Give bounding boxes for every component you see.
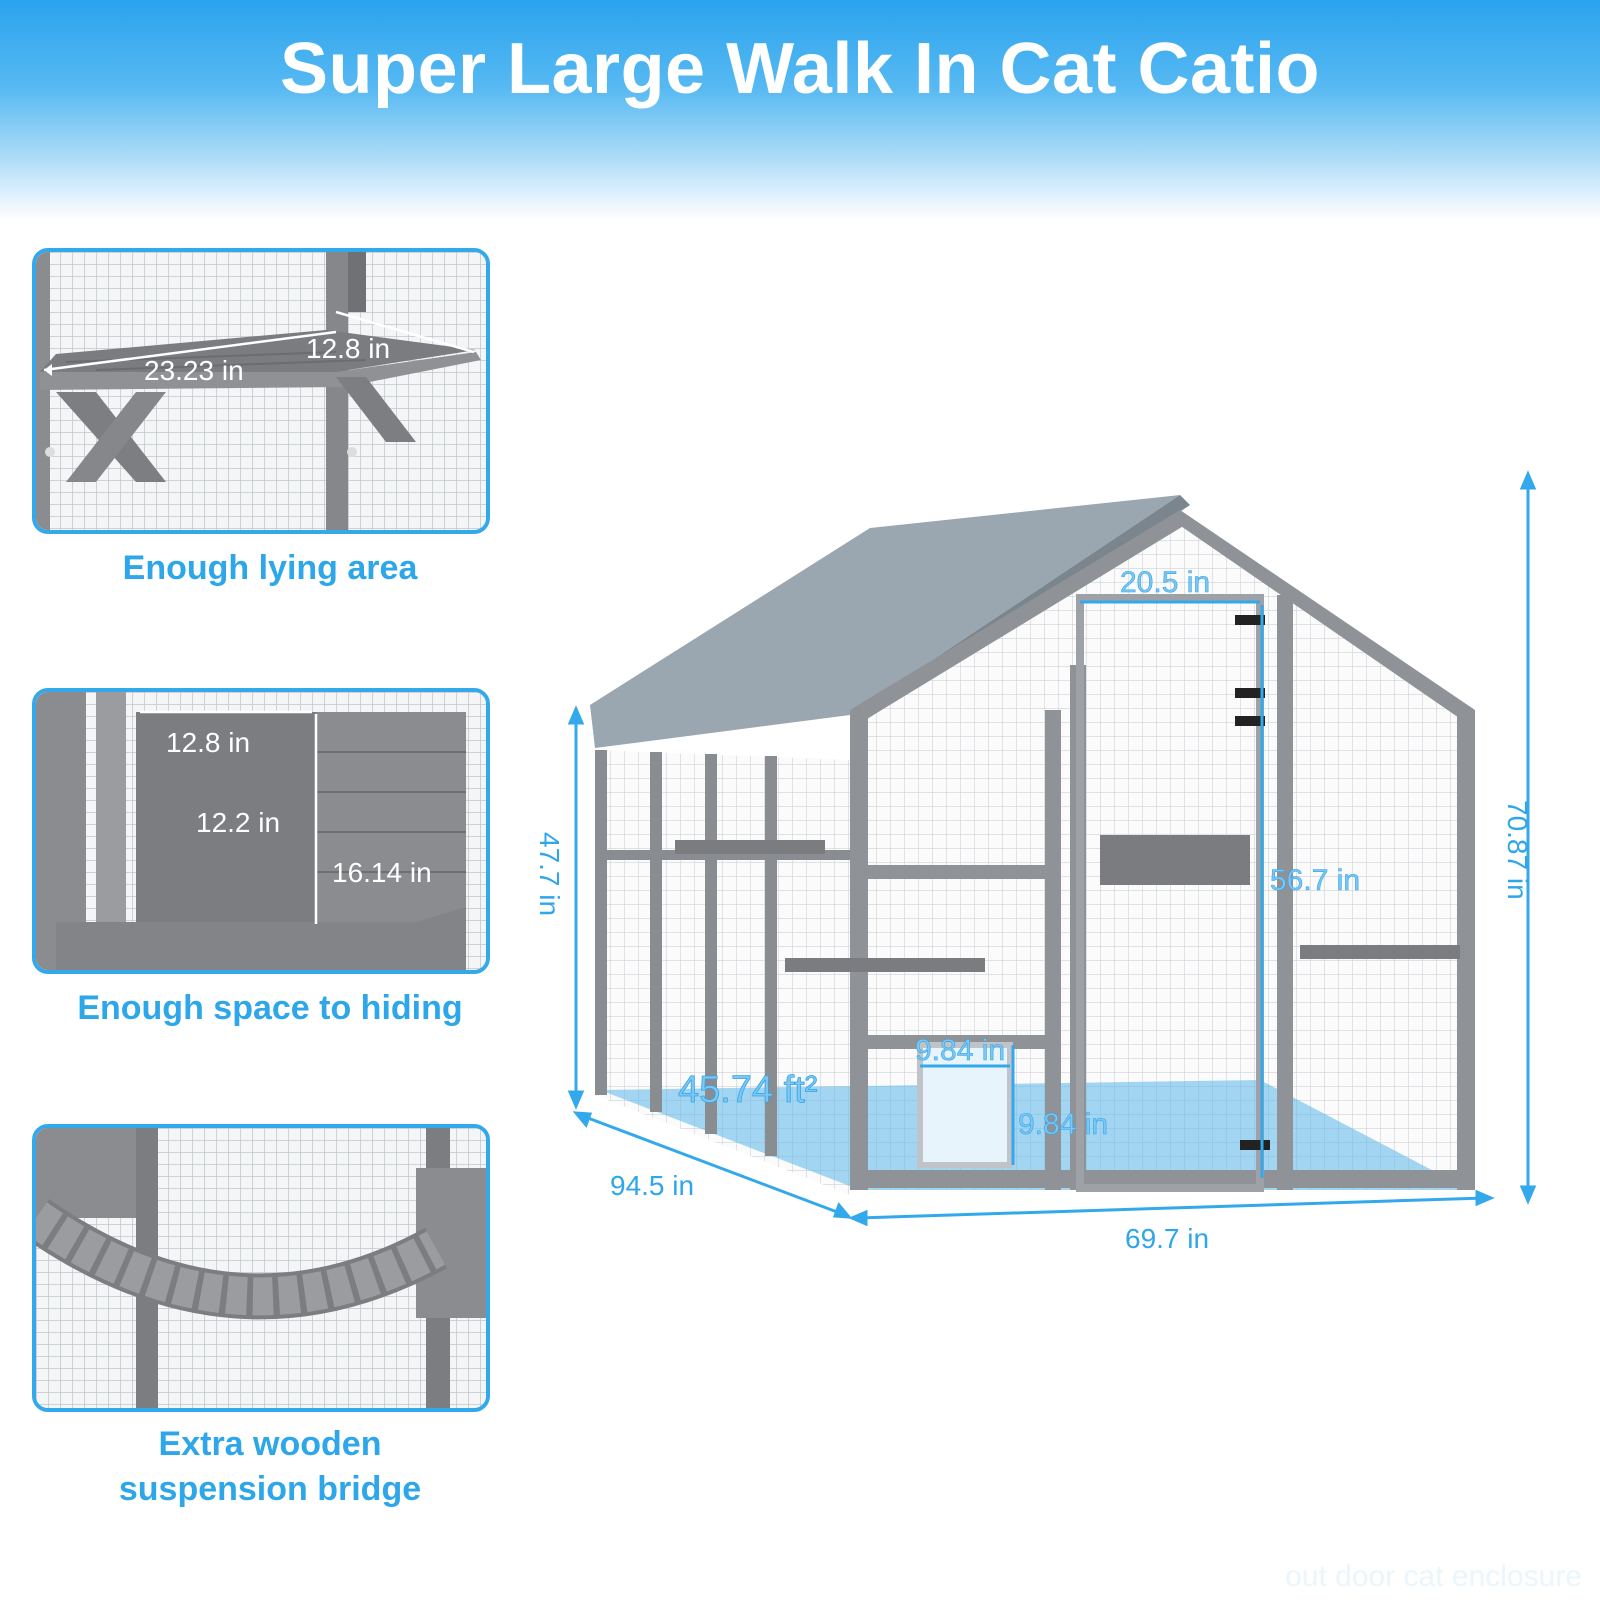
door[interactable]	[1076, 594, 1264, 1192]
bridge-illustration	[36, 1128, 486, 1408]
watermark: out door cat enclosure	[1285, 1560, 1582, 1593]
door-height-label: 56.7 in	[1270, 864, 1360, 897]
header-banner	[0, 0, 1600, 220]
caption-bridge-line1: Extra wooden	[158, 1425, 382, 1463]
caption-lying-area: Enough lying area	[122, 549, 418, 587]
depth-label: 94.5 in	[610, 1170, 694, 1201]
total-height-label: 70.87 in	[1502, 800, 1533, 900]
door-width-label: 20.5 in	[1120, 566, 1210, 599]
caption-hiding-box: Enough space to hiding	[77, 989, 463, 1027]
shelf-illustration: 23.23 in 12.8 in	[36, 252, 486, 530]
shelf-width-label: 23.23 in	[144, 355, 244, 386]
shelf-depth-label: 12.8 in	[306, 333, 390, 364]
detail-panel-bridge	[32, 1124, 490, 1412]
cat-door-height-label: 9.84 in	[1018, 1108, 1108, 1141]
cat-door-width-label: 9.84 in	[915, 1034, 1005, 1067]
floor-area	[600, 1080, 1470, 1190]
page-title: Super Large Walk In Cat Catio	[279, 29, 1320, 109]
roof	[590, 495, 1180, 748]
width-label: 69.7 in	[1125, 1223, 1209, 1250]
side-height-label: 47.7 in	[540, 832, 565, 916]
box-width-label: 12.8 in	[166, 727, 250, 758]
box-depth-label: 16.14 in	[332, 857, 432, 888]
detail-panel-lying-area: 23.23 in 12.8 in	[32, 248, 490, 534]
floor-area-label: 45.74 ft²	[678, 1069, 817, 1111]
catio-illustration: 20.5 in 56.7 in 9.84 in 9.84 in 45.74 ft…	[540, 470, 1537, 1250]
hiding-box-illustration: 12.8 in 12.2 in 16.14 in	[36, 692, 486, 970]
caption-bridge-line2: suspension bridge	[118, 1470, 422, 1508]
box-height-label: 12.2 in	[196, 807, 280, 838]
detail-panel-hiding-box: 12.8 in 12.2 in 16.14 in	[32, 688, 490, 974]
